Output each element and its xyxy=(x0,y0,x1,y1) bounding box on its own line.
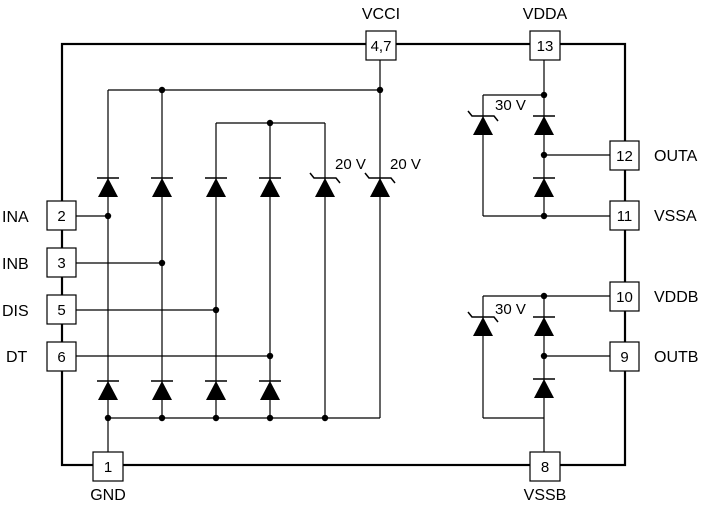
junction-dots xyxy=(104,86,548,422)
junction-dot xyxy=(158,414,166,422)
junction-dot xyxy=(158,259,166,267)
zener-label-30v-a: 30 V xyxy=(495,97,526,114)
diode xyxy=(205,380,227,400)
pin-number-inb: 3 xyxy=(57,255,65,272)
junction-dot xyxy=(104,414,112,422)
pin-number-outb: 9 xyxy=(620,349,628,366)
pin-box-gnd xyxy=(92,451,124,482)
pin-label-vdda: VDDA xyxy=(523,6,568,23)
pin-labels: VCCI VDDA INA INB DIS DT GND VSSB OUTA V… xyxy=(2,6,698,504)
pin-box-inb xyxy=(46,247,77,278)
pin-number-vcci: 4,7 xyxy=(371,38,392,55)
diode xyxy=(259,177,281,197)
zener-diode xyxy=(364,172,396,197)
junction-dot xyxy=(266,119,274,127)
pin-label-dis: DIS xyxy=(2,303,29,320)
pin-label-vssb: VSSB xyxy=(524,487,567,504)
pin-label-gnd: GND xyxy=(90,487,126,504)
pin-label-outb: OUTB xyxy=(654,349,698,366)
zener-label-20v-1: 20 V xyxy=(335,156,366,173)
pin-number-vssa: 11 xyxy=(617,208,633,225)
pin-number-gnd: 1 xyxy=(104,459,112,476)
junction-dot xyxy=(321,414,329,422)
junction-dot xyxy=(266,352,274,360)
pin-number-dis: 5 xyxy=(57,302,65,319)
pin-label-vssa: VSSA xyxy=(654,208,697,225)
junction-dot xyxy=(540,212,548,220)
junction-dot xyxy=(376,86,384,94)
pin-number-outa: 12 xyxy=(616,148,633,165)
pin-box-outa xyxy=(609,140,640,171)
junction-dot xyxy=(540,292,548,300)
junction-dot xyxy=(540,151,548,159)
junction-dot xyxy=(540,91,548,99)
pin-box-vssa xyxy=(609,200,640,231)
zener-diode xyxy=(309,172,341,197)
pin-boxes xyxy=(46,30,640,482)
pin-label-inb: INB xyxy=(2,256,29,273)
diode xyxy=(533,115,555,135)
junction-dot xyxy=(104,212,112,220)
pin-box-vddb xyxy=(609,281,640,312)
pin-box-dt xyxy=(46,341,77,372)
pin-box-vssb xyxy=(529,451,561,482)
zener-diode xyxy=(467,311,499,336)
diode xyxy=(259,380,281,400)
pin-numbers: 4,7 13 2 3 5 6 1 8 12 11 10 9 xyxy=(57,38,633,476)
junction-dot xyxy=(212,414,220,422)
zener-label-30v-b: 30 V xyxy=(495,301,526,318)
diodes xyxy=(97,110,555,400)
pin-number-vdda: 13 xyxy=(537,38,554,55)
wires xyxy=(60,42,627,467)
pin-box-ina xyxy=(46,200,77,231)
pin-label-vcci: VCCI xyxy=(362,6,400,23)
zener-label-20v-2: 20 V xyxy=(390,156,421,173)
zener-labels: 20 V 20 V 30 V 30 V xyxy=(335,97,526,318)
pin-label-outa: OUTA xyxy=(654,148,698,165)
pin-box-vdda xyxy=(529,30,561,61)
junction-dot xyxy=(266,414,274,422)
diode xyxy=(151,177,173,197)
zener-diode xyxy=(467,110,499,135)
pin-number-dt: 6 xyxy=(57,349,65,366)
diode xyxy=(533,316,555,336)
pin-label-dt: DT xyxy=(6,349,28,366)
diode xyxy=(97,177,119,197)
pin-box-vcci xyxy=(365,30,397,61)
junction-dot xyxy=(158,86,166,94)
package-outline xyxy=(60,42,627,467)
junction-dot xyxy=(212,306,220,314)
diode xyxy=(533,177,555,197)
pin-label-ina: INA xyxy=(2,209,29,226)
pin-number-vddb: 10 xyxy=(616,289,633,306)
pin-box-outb xyxy=(609,341,640,372)
junction-dot xyxy=(540,352,548,360)
pin-box-dis xyxy=(46,294,77,325)
pin-number-ina: 2 xyxy=(57,208,65,225)
diode xyxy=(151,380,173,400)
diode xyxy=(205,177,227,197)
diode xyxy=(533,378,555,398)
pin-number-vssb: 8 xyxy=(541,459,549,476)
diode xyxy=(97,380,119,400)
pin-label-vddb: VDDB xyxy=(654,289,698,306)
